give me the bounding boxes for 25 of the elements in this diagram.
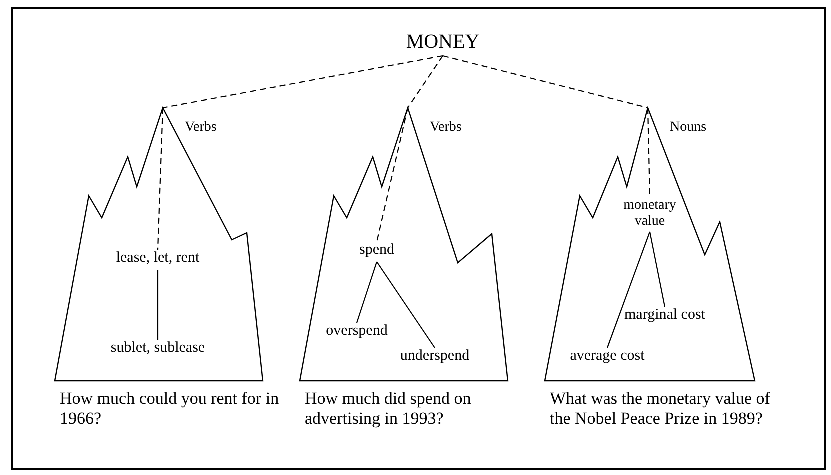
term-label: average cost	[569, 348, 646, 365]
term-label: overspend	[325, 323, 389, 340]
category-heading: Verbs	[185, 120, 217, 136]
question-text: How much did spend on advertising in 1993?	[305, 389, 472, 429]
root-term: MONEY	[405, 30, 481, 54]
dashed-connector	[408, 56, 444, 108]
question-text: What was the monetary value of the Nobel Peace Prize in 1989?	[550, 389, 772, 429]
category-heading: Verbs	[430, 120, 462, 136]
connector-line	[649, 232, 666, 308]
connector-line	[376, 262, 436, 348]
term-label: marginal cost	[624, 307, 706, 324]
term-label: monetary value	[622, 198, 678, 230]
term-label: underspend	[399, 348, 471, 365]
question-text: How much could you rent for in 1966?	[60, 389, 280, 429]
dashed-connector	[442, 55, 648, 109]
connector-line	[606, 232, 651, 348]
dashed-connector	[162, 55, 444, 109]
dashed-connector	[157, 108, 164, 250]
term-label: spend	[358, 242, 396, 259]
term-label: sublet, sublease	[110, 340, 206, 357]
connector-line	[157, 270, 159, 340]
term-label: lease, let, rent	[115, 250, 201, 267]
dashed-connector	[376, 108, 409, 242]
connector-line	[356, 262, 378, 324]
category-heading: Nouns	[670, 120, 707, 136]
